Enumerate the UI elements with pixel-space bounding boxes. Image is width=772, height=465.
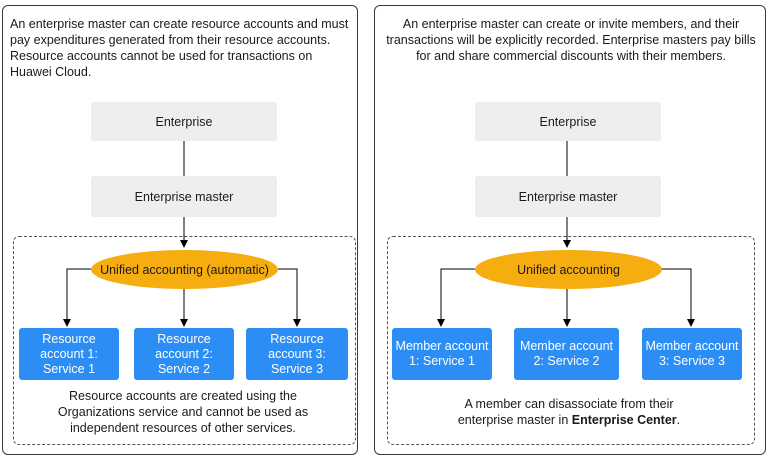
resource-account-3-box: Resource account 3: Service 3 bbox=[246, 328, 348, 380]
resource-account-1-box: Resource account 1: Service 1 bbox=[19, 328, 119, 380]
enterprise-box: Enterprise bbox=[475, 102, 661, 141]
accounting-scope-dashed-border bbox=[13, 236, 356, 445]
left-footnote: Resource accounts are created using the … bbox=[57, 389, 309, 435]
member-account-1-box: Member account 1: Service 1 bbox=[392, 328, 492, 380]
left-intro-text: An enterprise master can create resource… bbox=[10, 17, 349, 79]
enterprise-master-box: Enterprise master bbox=[475, 176, 661, 217]
right-intro-text: An enterprise master can create or invit… bbox=[386, 17, 756, 63]
member-account-2-box: Member account 2: Service 2 bbox=[514, 328, 619, 380]
resource-account-2-box: Resource account 2: Service 2 bbox=[134, 328, 234, 380]
unified-accounting-ellipse: Unified accounting bbox=[475, 250, 662, 289]
resource-accounts-panel: An enterprise master can create resource… bbox=[2, 5, 358, 455]
enterprise-box: Enterprise bbox=[91, 102, 277, 141]
right-footnote-suffix: . bbox=[676, 413, 681, 427]
accounting-scope-dashed-border bbox=[387, 236, 755, 445]
unified-accounting-ellipse: Unified accounting (automatic) bbox=[91, 250, 278, 289]
member-accounts-panel: An enterprise master can create or invit… bbox=[374, 5, 766, 455]
enterprise-center-label: Enterprise Center bbox=[571, 413, 677, 427]
enterprise-master-box: Enterprise master bbox=[91, 176, 277, 217]
right-footnote-prefix: A member can disassociate from their ent… bbox=[457, 397, 674, 427]
right-footnote: A member can disassociate from their ent… bbox=[441, 396, 697, 428]
member-account-3-box: Member account 3: Service 3 bbox=[642, 328, 742, 380]
